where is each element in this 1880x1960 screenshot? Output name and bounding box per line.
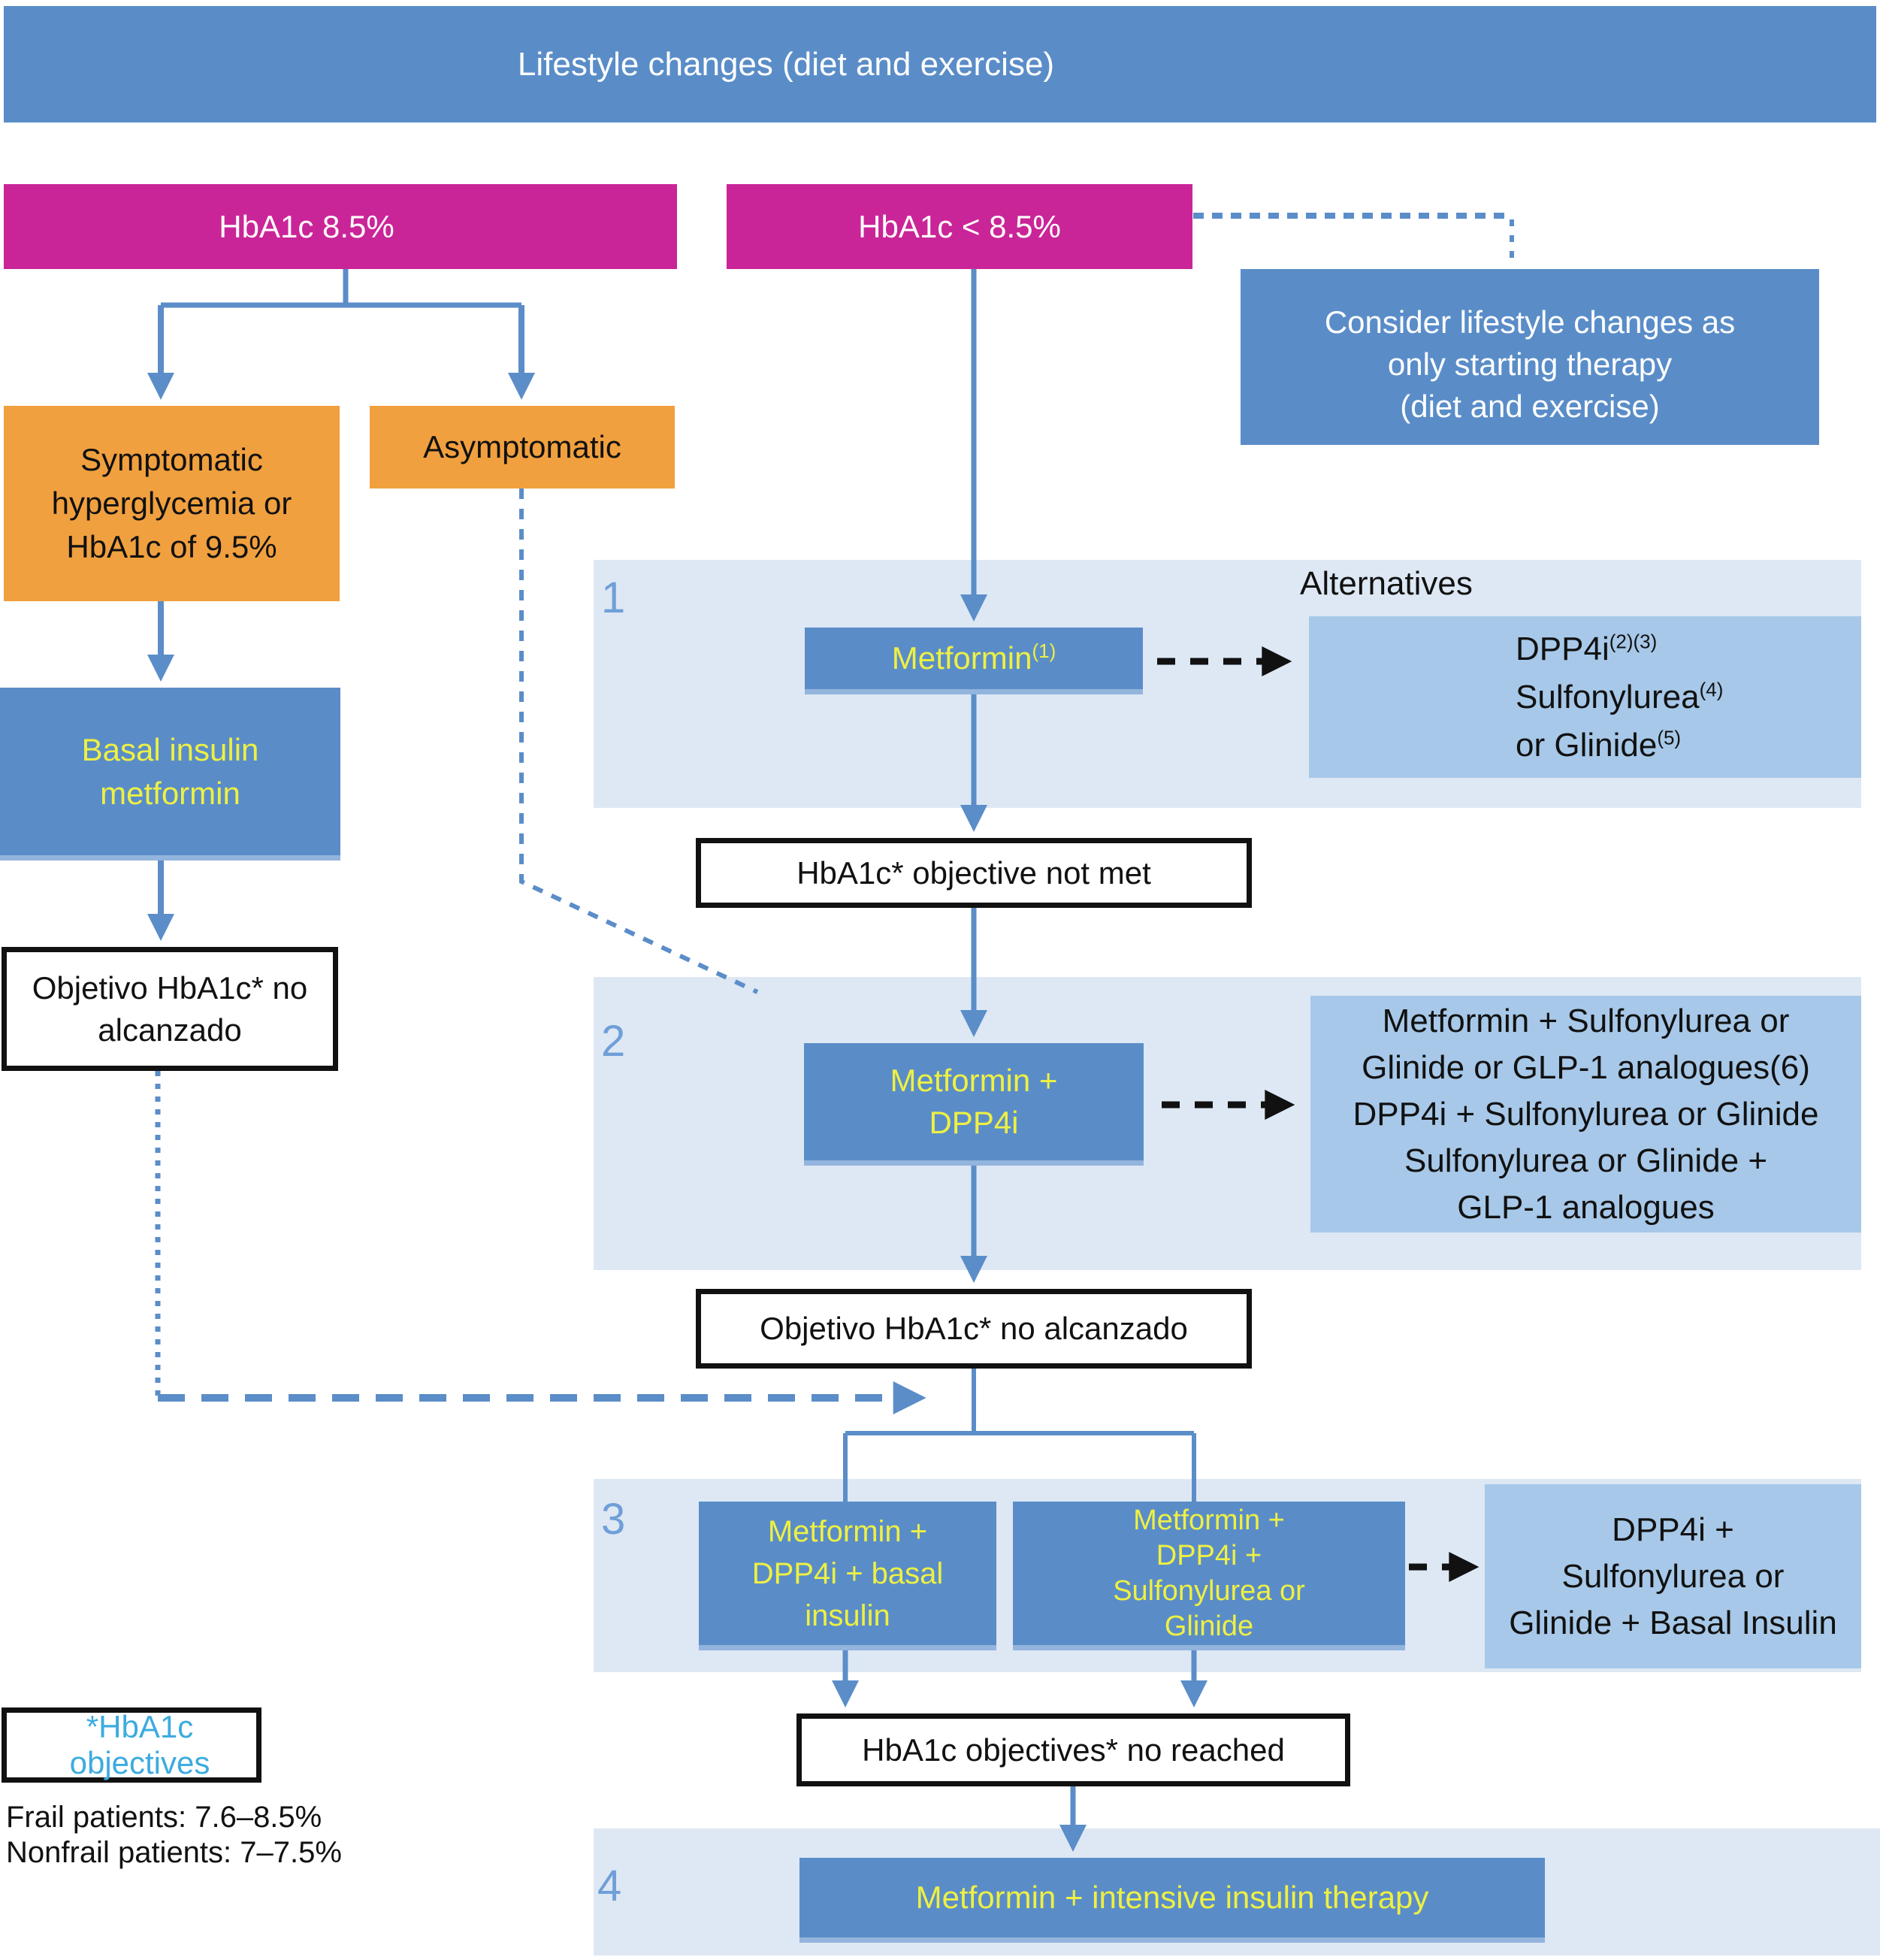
frail-patients-line: Frail patients: 7.6–8.5% <box>6 1801 322 1834</box>
basal-insulin-box: Basal insulin metformin <box>0 688 340 861</box>
hba1c-objective-not-met-box: HbA1c* objective not met <box>696 838 1252 908</box>
objectives-no-reached-box: HbA1c objectives* no reached <box>796 1713 1350 1786</box>
alternatives-label: Alternatives <box>1300 565 1473 602</box>
objetivo-no-alcanzado-box: Objetivo HbA1c* no alcanzado <box>696 1289 1252 1369</box>
step3-sulfonylurea-label: Metformin + DPP4i + Sulfonylurea or Glin… <box>1113 1504 1305 1642</box>
step1-alternatives-box: DPP4i(2)(3) Sulfonylurea(4) or Glinide(5… <box>1309 616 1861 778</box>
basal-insulin-label: Basal insulin metformin <box>81 731 259 811</box>
symptomatic-box: Symptomatic hyperglycemia or HbA1c of 9.… <box>4 406 340 601</box>
step3-number: 3 <box>601 1495 626 1544</box>
objetivo-no-alcanzado-label: Objetivo HbA1c* no alcanzado <box>760 1311 1188 1346</box>
hba1c-high-box: HbA1c 8.5% <box>4 184 677 269</box>
objectives-no-reached-label: HbA1c objectives* no reached <box>862 1732 1285 1768</box>
lifestyle-banner: Lifestyle changes (diet and exercise) <box>4 6 1876 122</box>
step2-alternatives-box: Metformin + Sulfonylurea or Glinide or G… <box>1310 996 1861 1233</box>
step4-intensive-insulin-label: Metformin + intensive insulin therapy <box>915 1880 1429 1915</box>
nonfrail-patients-line: Nonfrail patients: 7–7.5% <box>6 1836 342 1869</box>
consider-lifestyle-label: Consider lifestyle changes as only start… <box>1324 304 1736 424</box>
step1-metformin-box: Metformin(1) <box>805 628 1143 694</box>
step3-basal-insulin-box: Metformin + DPP4i + basal insulin <box>699 1502 996 1650</box>
asymptomatic-label: Asymptomatic <box>423 429 621 464</box>
hba1c-low-label: HbA1c < 8.5% <box>858 208 1061 244</box>
hba1c-objectives-legend-lines: Frail patients: 7.6–8.5% Nonfrail patien… <box>6 1800 342 1871</box>
step3-alternatives-box: DPP4i + Sulfonylurea or Glinide + Basal … <box>1485 1484 1861 1668</box>
symptomatic-label: Symptomatic hyperglycemia or HbA1c of 9.… <box>51 442 292 564</box>
step1-metformin-label: Metformin(1) <box>891 640 1056 676</box>
step4-number: 4 <box>597 1862 622 1910</box>
objective-not-met-left-label: Objetivo HbA1c* no alcanzado <box>32 969 308 1048</box>
hba1c-objectives-legend-box: *HbA1c objectives <box>2 1707 261 1783</box>
lifestyle-banner-label: Lifestyle changes (diet and exercise) <box>517 45 1055 83</box>
step1-alternatives-lines: DPP4i(2)(3) Sulfonylurea(4) or Glinide(5… <box>1516 629 1724 764</box>
step3-sulfonylurea-box: Metformin + DPP4i + Sulfonylurea or Glin… <box>1013 1502 1405 1650</box>
objective-not-met-left-box: Objetivo HbA1c* no alcanzado <box>2 947 338 1071</box>
step4-intensive-insulin-box: Metformin + intensive insulin therapy <box>799 1858 1545 1943</box>
asymptomatic-box: Asymptomatic <box>370 406 675 488</box>
step2-number: 2 <box>601 1017 626 1066</box>
step1-number: 1 <box>601 573 626 622</box>
hba1c-low-box: HbA1c < 8.5% <box>727 184 1192 269</box>
hba1c-objective-not-met-label: HbA1c* objective not met <box>796 854 1151 891</box>
hba1c-high-label: HbA1c 8.5% <box>219 208 394 244</box>
step3-basal-insulin-label: Metformin + DPP4i + basal insulin <box>751 1514 944 1632</box>
step2-metformin-dpp4i-box: Metformin + DPP4i <box>804 1043 1144 1166</box>
hba1c-objectives-legend-title: *HbA1c objectives <box>69 1709 210 1780</box>
step3-alternatives-label: DPP4i + Sulfonylurea or Glinide + Basal … <box>1509 1511 1837 1641</box>
consider-lifestyle-box: Consider lifestyle changes as only start… <box>1241 269 1819 445</box>
step2-alternatives-lines: Metformin + Sulfonylurea or Glinide or G… <box>1353 1002 1819 1226</box>
step2-metformin-dpp4i-label: Metformin + DPP4i <box>890 1063 1058 1140</box>
